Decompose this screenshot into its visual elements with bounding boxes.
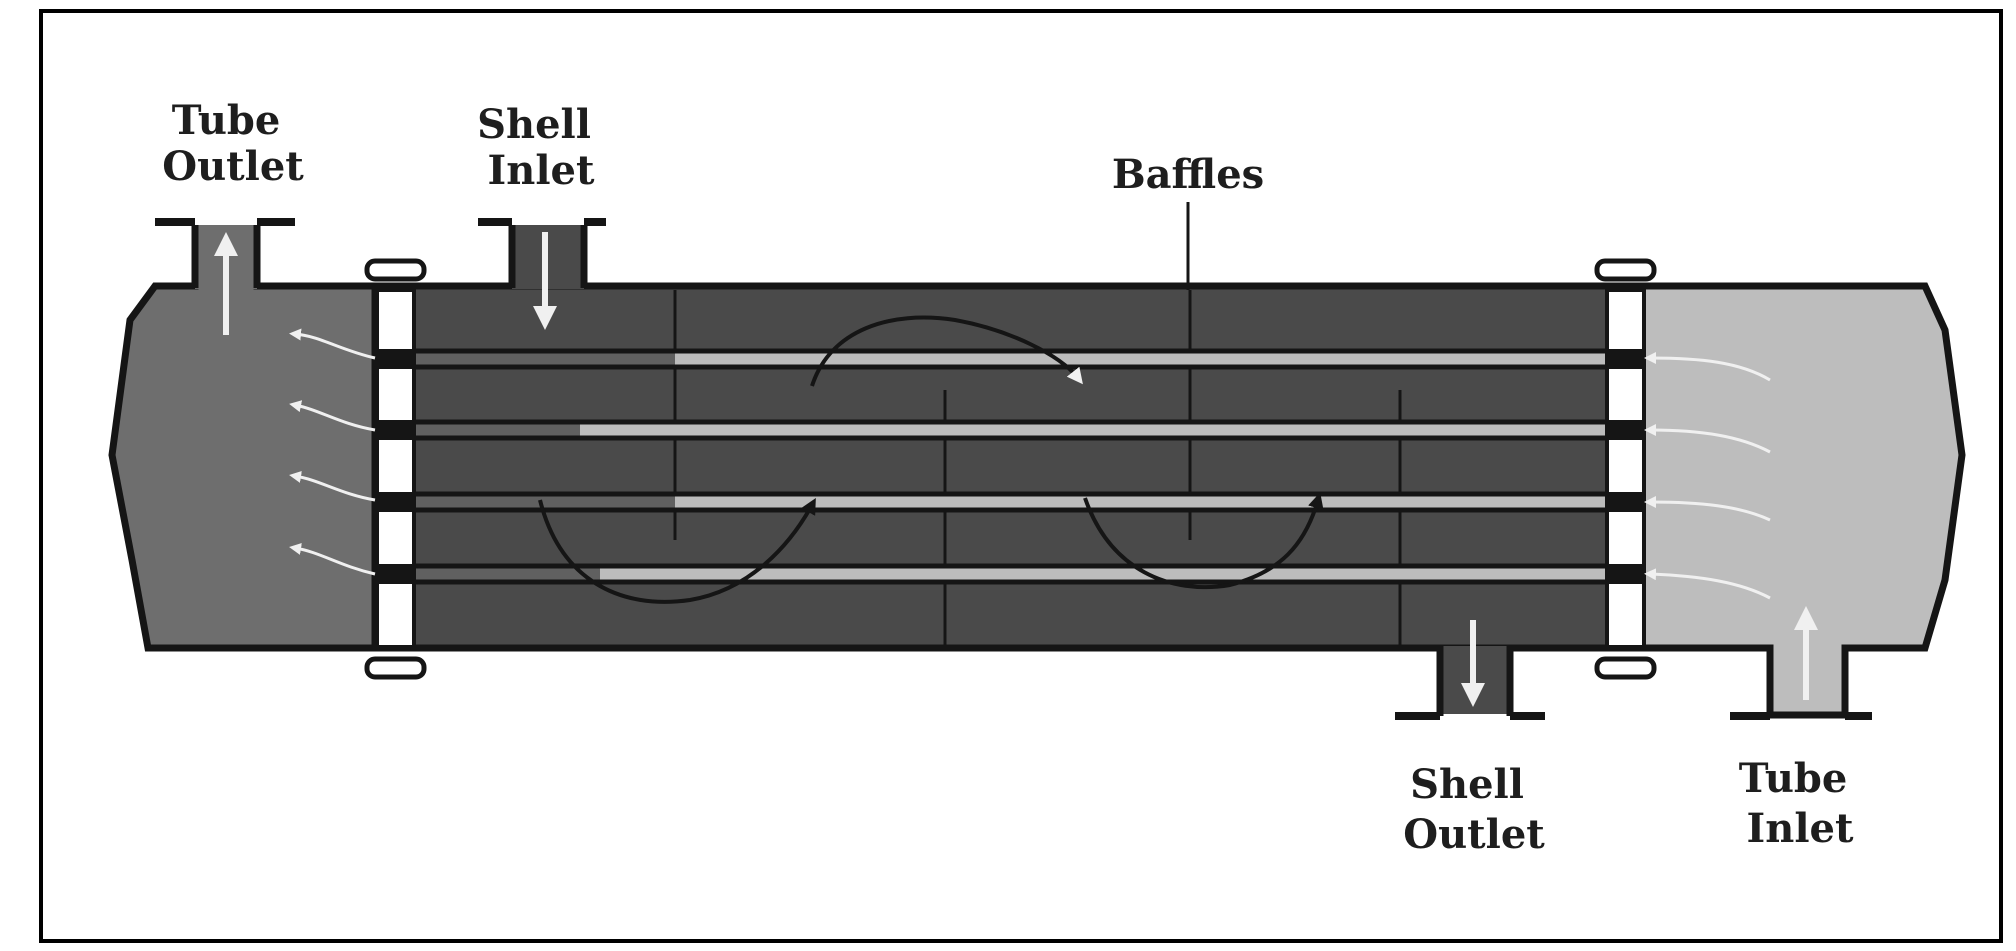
tube-bundle [380,348,1635,585]
tube-inlet-label: Tube Inlet [1739,755,1862,852]
shell-inlet-label: Shell Inlet [477,101,605,194]
image-frame [39,9,2003,943]
baffles-label: Baffles [1112,151,1264,198]
shell-body [371,282,1644,652]
shell-outlet-label: Shell Outlet [1403,761,1545,858]
left-header-flow-arrows [289,328,376,576]
tube-outlet-nozzle [155,218,295,335]
shell-inlet-nozzle [478,218,606,330]
right-header [1636,282,1966,719]
left-header [108,246,379,652]
tube-inlet-nozzle [1730,606,1872,720]
tube-outlet-label: Tube Outlet [162,97,304,190]
shell-flow-arrows [538,315,1324,604]
right-header-flow-arrows [1644,352,1771,600]
left-tube-sheet [364,258,427,680]
shell-outlet-nozzle [1395,620,1545,720]
blank-region [289,770,1349,920]
right-tube-sheet [1594,258,1657,680]
